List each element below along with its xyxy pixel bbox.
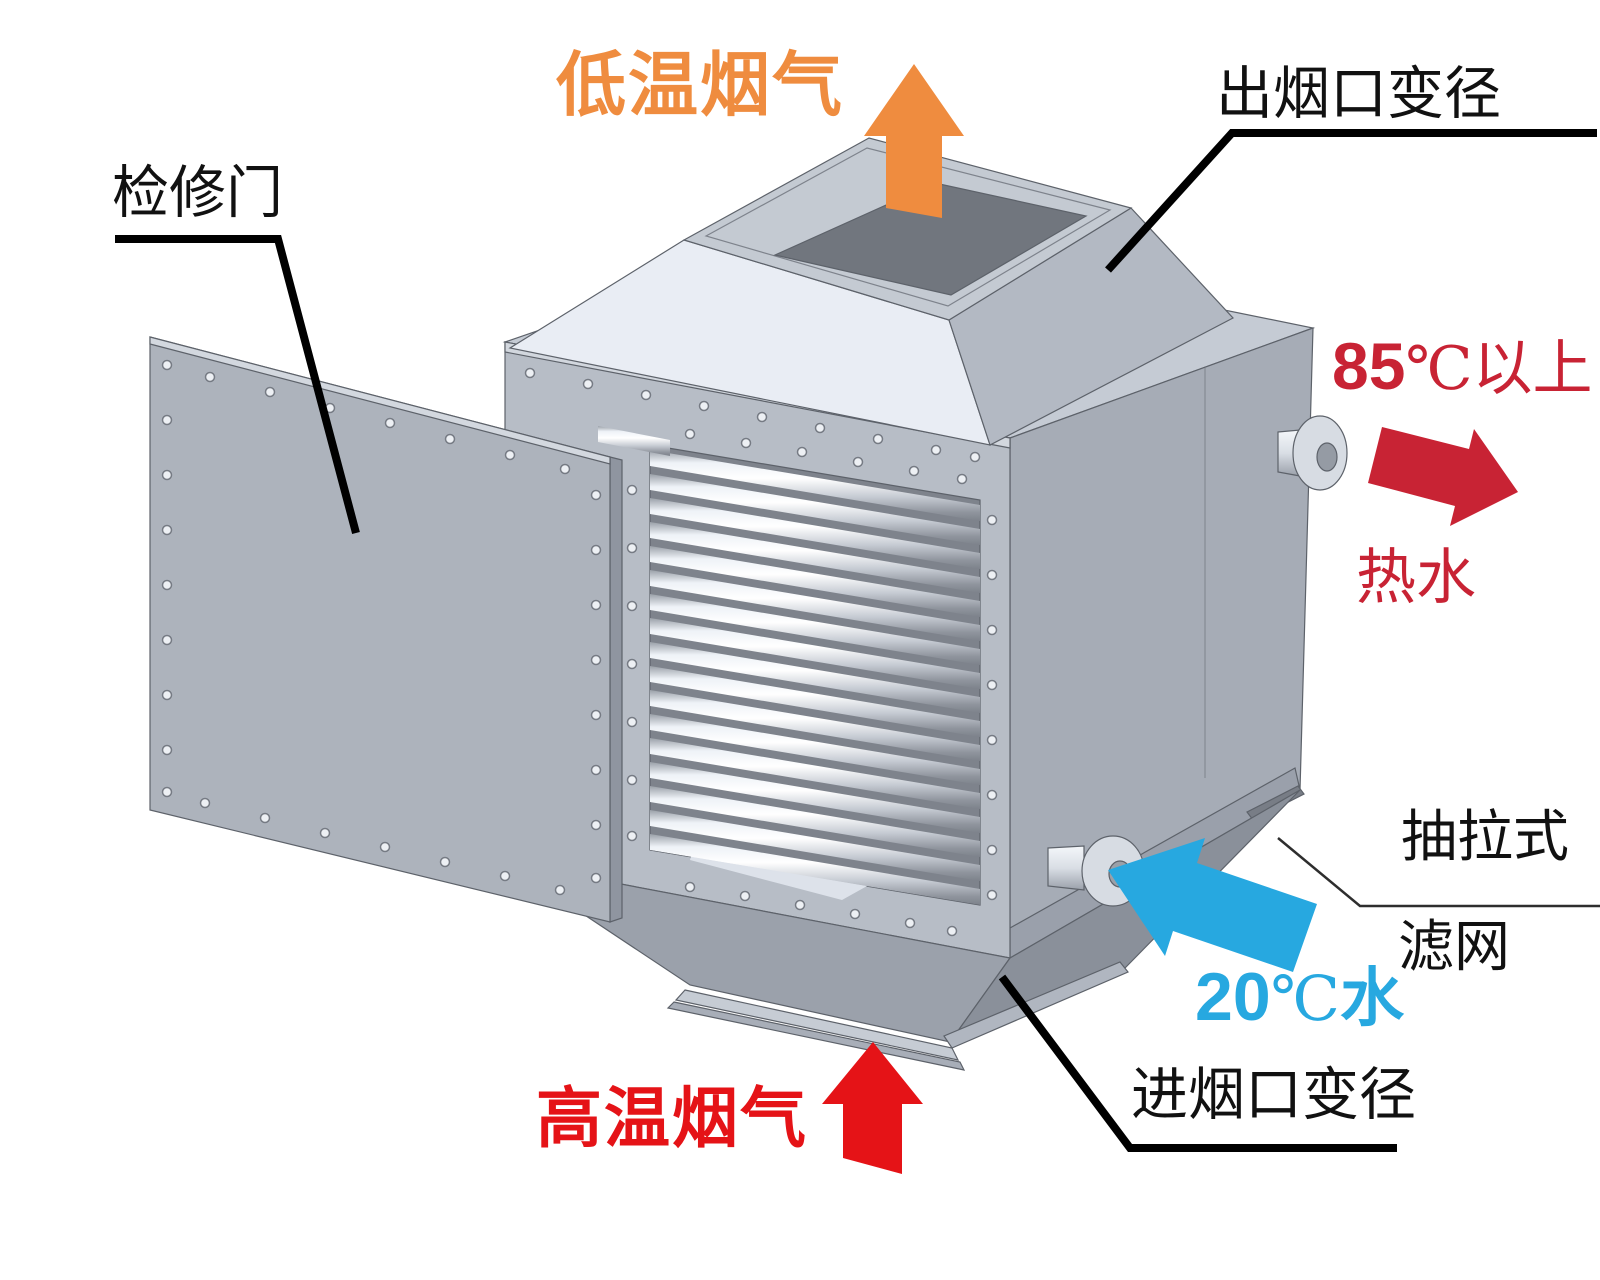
cold-water-value: 20 xyxy=(1195,959,1271,1035)
label-hot-water-temp: 85℃以上 xyxy=(1332,333,1593,399)
label-filter-screen: 滤网 xyxy=(1398,917,1510,979)
hot-water-out-arrow xyxy=(1368,427,1518,526)
cold-water-in-arrow xyxy=(1108,838,1317,972)
outlet-flange-rim-line xyxy=(704,147,1112,307)
hopper-flange-right xyxy=(943,961,1129,1049)
label-inspection-door: 检修门 xyxy=(112,162,283,225)
hopper-flange-front xyxy=(674,989,960,1061)
cold-water-unit: ℃ xyxy=(1270,966,1340,1034)
leader-line-filter-screen xyxy=(1277,837,1600,908)
label-smoke-inlet-reducer: 进烟口变径 xyxy=(1131,1064,1416,1127)
inspection-door-panel xyxy=(149,336,623,923)
low-temp-flue-gas-arrow xyxy=(864,64,964,218)
leader-line-inlet-reducer xyxy=(998,974,1397,1152)
filter-drawer-slot xyxy=(1246,785,1305,821)
label-smoke-outlet-reducer: 出烟口变径 xyxy=(1216,63,1501,126)
label-hot-water: 热水 xyxy=(1356,545,1476,611)
cold-water-word: 水 xyxy=(1340,962,1404,1034)
label-pull-out: 抽拉式 xyxy=(1401,807,1569,869)
label-high-temp-flue-gas: 高温烟气 xyxy=(536,1081,808,1155)
hot-water-temp-suffix: ℃以上 xyxy=(1405,336,1593,402)
door-top-bevel xyxy=(149,336,611,465)
outlet-hood xyxy=(508,137,1234,446)
protruding-tube xyxy=(598,426,670,456)
leader-line-inspection-door xyxy=(115,235,360,535)
hopper-flange-lip xyxy=(666,1001,966,1071)
outlet-opening-dark xyxy=(773,182,1088,296)
hot-water-outlet-port xyxy=(1277,415,1348,491)
high-temp-flue-gas-arrow xyxy=(822,1042,923,1174)
inlet-hopper xyxy=(504,789,1301,1071)
label-low-temp-flue-gas: 低温烟气 xyxy=(556,46,844,124)
door-side-strip xyxy=(609,456,623,923)
label-cold-water: 20℃水 xyxy=(1195,963,1404,1031)
tube-bundle xyxy=(598,426,981,906)
hot-water-temp-value: 85 xyxy=(1332,329,1406,403)
leader-line-outlet-reducer xyxy=(1105,129,1597,273)
